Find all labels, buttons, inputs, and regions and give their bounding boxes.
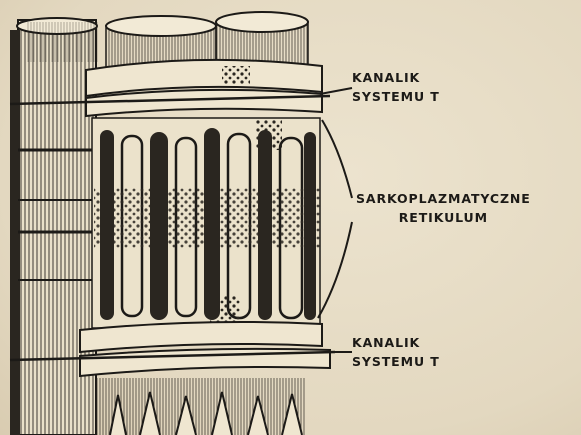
reticulum-network xyxy=(92,118,320,328)
label-sr-line1: SARKOPLAZMATYCZNE xyxy=(356,189,531,208)
label-t-tubule-top: KANALIK SYSTEMU T xyxy=(352,68,440,106)
leader-lines xyxy=(318,88,352,352)
leader-line-t-top xyxy=(320,88,352,94)
leader-line-sr-upper xyxy=(322,120,352,198)
label-t-tubule-bottom: KANALIK SYSTEMU T xyxy=(352,333,440,371)
label-t-tubule-bottom-line1: KANALIK xyxy=(352,333,440,352)
label-sr-line2: RETIKULUM xyxy=(356,208,531,227)
leader-line-sr-lower xyxy=(318,222,352,318)
label-t-tubule-bottom-line2: SYSTEMU T xyxy=(352,352,440,371)
label-sarcoplasmic-reticulum: SARKOPLAZMATYCZNE RETIKULUM xyxy=(356,189,531,227)
label-t-tubule-top-line1: KANALIK xyxy=(352,68,440,87)
myofibril-bottoms xyxy=(96,378,306,435)
label-t-tubule-top-line2: SYSTEMU T xyxy=(352,87,440,106)
